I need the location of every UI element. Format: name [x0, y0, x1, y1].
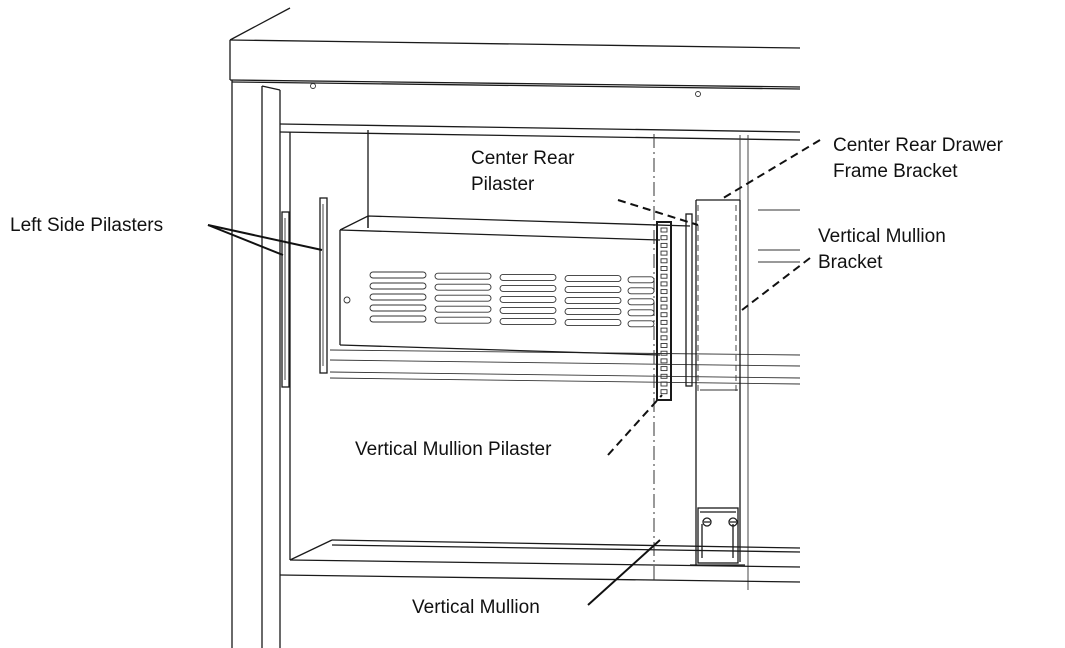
vent-slot: [369, 315, 427, 323]
vertical-mullion-bracket-shape: [697, 205, 737, 392]
vent-slot: [564, 297, 622, 305]
label-center-rear-drawer-frame-bracket-line2: Frame Bracket: [833, 161, 958, 182]
mullion-bottom-clip: [690, 507, 745, 566]
left-side-post: [231, 80, 281, 648]
label-center-rear-pilaster-line1: Center Rear: [471, 148, 575, 169]
vent-slot: [499, 317, 557, 325]
pilaster-hole: [660, 304, 668, 310]
pilaster-hole: [660, 389, 668, 395]
vent-slot: [369, 282, 427, 290]
vent-slot: [434, 283, 492, 291]
vent-slot: [564, 286, 622, 294]
vent-slot: [499, 295, 557, 303]
pilaster-hole: [660, 350, 668, 356]
pilaster-hole: [660, 343, 668, 348]
vent-slot: [627, 320, 655, 328]
vent-slot: [564, 275, 622, 283]
vent-slot: [499, 306, 557, 314]
pilaster-hole: [660, 235, 668, 241]
label-center-rear-pilaster-line2: Pilaster: [471, 174, 535, 195]
vent-slot: [564, 319, 622, 327]
pilaster-hole: [660, 381, 668, 387]
pilaster-hole: [660, 250, 668, 256]
cabinet-top: [229, 7, 801, 97]
vent-slot: [369, 304, 427, 312]
pilaster-holes: [660, 227, 668, 395]
pilaster-hole: [660, 289, 668, 295]
inner-cavity: [279, 123, 801, 590]
vent-slot: [434, 294, 492, 302]
vent-slot: [499, 273, 557, 281]
pilaster-hole: [660, 312, 668, 318]
left-side-pilasters: [281, 197, 328, 388]
pilaster-hole: [660, 319, 668, 325]
center-rear-pilaster: [656, 213, 693, 401]
label-left-side-pilasters: Left Side Pilasters: [10, 215, 163, 236]
vent-slot: [564, 308, 622, 316]
label-vertical-mullion: Vertical Mullion: [412, 597, 540, 618]
label-vertical-mullion-bracket-line1: Vertical Mullion: [818, 226, 946, 247]
pilaster-hole: [660, 227, 668, 233]
vertical-mullion-body: [653, 134, 741, 580]
pilaster-hole: [660, 296, 668, 302]
pilaster-hole: [660, 266, 668, 271]
leader-lines: [207, 139, 821, 606]
vent-slot: [627, 298, 655, 306]
pilaster-hole: [660, 281, 668, 287]
vent-slot: [627, 276, 655, 284]
label-center-rear-drawer-frame-bracket-line1: Center Rear Drawer: [833, 135, 1004, 156]
pilaster-hole: [660, 366, 668, 372]
vent-slots: [369, 271, 655, 328]
pilaster-hole: [660, 373, 668, 379]
drawer-frame: [339, 215, 691, 356]
label-vertical-mullion-pilaster: Vertical Mullion Pilaster: [355, 439, 552, 460]
vent-slot: [434, 316, 492, 324]
vent-slot: [369, 293, 427, 301]
pilaster-hole: [660, 335, 668, 341]
vent-slot: [627, 287, 655, 295]
pilaster-hole: [660, 327, 668, 333]
label-vertical-mullion-bracket-line2: Bracket: [818, 252, 883, 273]
vent-slot: [434, 272, 492, 280]
pilaster-hole: [660, 242, 668, 248]
vent-slot: [627, 309, 655, 317]
vent-slot: [369, 271, 427, 279]
pilaster-hole: [660, 358, 668, 364]
vent-slot: [434, 305, 492, 313]
pilaster-hole: [660, 273, 668, 279]
vent-slot: [499, 284, 557, 292]
cabinet-floor: [279, 539, 801, 583]
drawer-slide-rails: [329, 349, 801, 385]
pilaster-hole: [660, 258, 668, 264]
